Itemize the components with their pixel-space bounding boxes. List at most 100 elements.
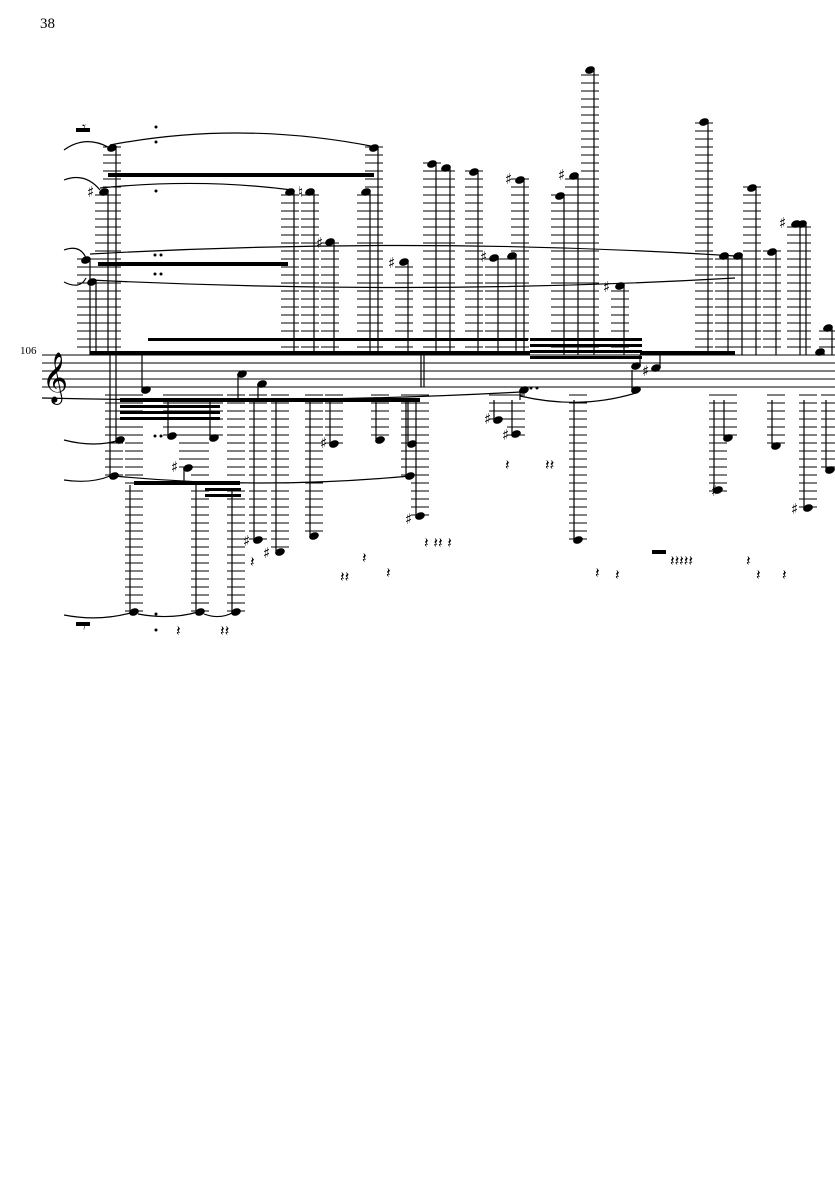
eighth-rest-icon: 𝄾 [82,618,86,636]
staff [42,354,835,388]
quarter-rest-icon: 𝄽𝄽 [340,568,349,586]
sharp-icon: ♯ [263,544,270,562]
noteheads [81,66,835,616]
notehead [415,512,425,520]
notehead [109,472,119,480]
sharp-icon: ♯ [320,434,327,452]
notehead [87,278,97,286]
notehead [651,364,661,372]
notehead [325,238,335,246]
notehead [733,252,743,260]
notehead [285,188,295,196]
notehead [107,144,117,152]
notehead [815,348,825,356]
quarter-rest-icon: 𝄽 [595,564,600,582]
quarter-rest-icon: 𝄽 𝄽𝄽 𝄽 [424,534,452,552]
natural-icon: ♮ [298,183,303,201]
sharp-icon: ♯ [505,170,512,188]
notehead [399,258,409,266]
notehead [309,532,319,540]
notehead [305,188,315,196]
notehead [253,536,263,544]
beams [90,173,735,497]
stems [89,70,833,612]
notehead [719,252,729,260]
rests: 𝄾 𝄾 𝄽 𝄽𝄽 𝄽 𝄽𝄽 𝄽 𝄽 𝄽 𝄽𝄽 𝄽 𝄽 𝄽𝄽 𝄽 𝄽 𝄽𝄽𝄽𝄽𝄽 … [76,118,787,640]
quarter-rest-icon: 𝄽𝄽 [545,456,554,474]
notehead [115,436,125,444]
notehead [361,188,371,196]
sharp-icon: ♯ [484,410,491,428]
notehead [747,184,757,192]
notehead [469,168,479,176]
sharp-icon: ♯ [779,214,786,232]
half-rest-icon [76,622,90,626]
sharp-icon: ♯ [791,500,798,518]
notehead [441,164,451,172]
quarter-rest-icon: 𝄽 [746,552,751,570]
notehead [825,466,835,474]
notehead [231,608,241,616]
ledger-lines-upper [77,74,835,348]
accidentals: ♯ ♮ ♯ ♯ ♯ ♯ ♯ ♯ ♯ ♯ ♯ ♯ ♯ ♯ ♯ ♯ ♯ ♯ ♯ [87,166,798,562]
notehead [489,254,499,262]
sharp-icon: ♯ [171,458,178,476]
eighth-rest-icon: 𝄾 [82,118,86,136]
notehead [407,440,417,448]
sharp-icon: ♯ [388,254,395,272]
quarter-rest-icon: 𝄽𝄽 [220,622,229,640]
notehead [405,472,415,480]
notehead [507,252,517,260]
notehead [515,176,525,184]
sharp-icon: ♯ [711,482,718,500]
notehead [369,144,379,152]
notehead [183,464,193,472]
notehead [141,386,151,394]
notehead [585,66,595,74]
notehead [511,430,521,438]
notehead [329,440,339,448]
notehead [427,160,437,168]
notehead [493,416,503,424]
notehead [99,188,109,196]
notehead [823,324,833,332]
notehead [803,504,813,512]
quarter-rest-icon: 𝄽 [386,564,391,582]
treble-clef-icon: 𝄞 [42,352,68,405]
notehead [713,486,723,494]
notehead [699,118,709,126]
sharp-icon: ♯ [243,532,250,550]
notehead [209,434,219,442]
quarter-rest-icon: 𝄽 [505,456,510,474]
quarter-rest-icon: 𝄽 [250,553,255,571]
notehead [723,434,733,442]
notehead [797,220,807,228]
notehead [257,380,267,388]
quarter-rest-icon: 𝄽 [362,549,367,567]
notehead [237,370,247,378]
sharp-icon: ♯ [316,234,323,252]
notehead [195,608,205,616]
half-rest-icon [652,550,666,554]
slurs [41,132,736,619]
notehead [573,536,583,544]
notehead [375,436,385,444]
half-rest-icon [76,128,90,132]
quarter-rest-icon: 𝄽 [782,566,787,584]
notehead [129,608,139,616]
notehead [81,256,91,264]
notehead [615,282,625,290]
notehead [631,362,641,370]
notehead [569,172,579,180]
sharp-icon: ♯ [87,183,94,201]
notehead [519,386,529,394]
ledger-lines-lower [105,394,835,612]
notehead [555,192,565,200]
dots [153,125,539,632]
quarter-rest-icon: 𝄽 [756,566,761,584]
sharp-icon: ♯ [558,166,565,184]
sharp-icon: ♯ [603,278,610,296]
notehead [167,432,177,440]
notehead [771,442,781,450]
